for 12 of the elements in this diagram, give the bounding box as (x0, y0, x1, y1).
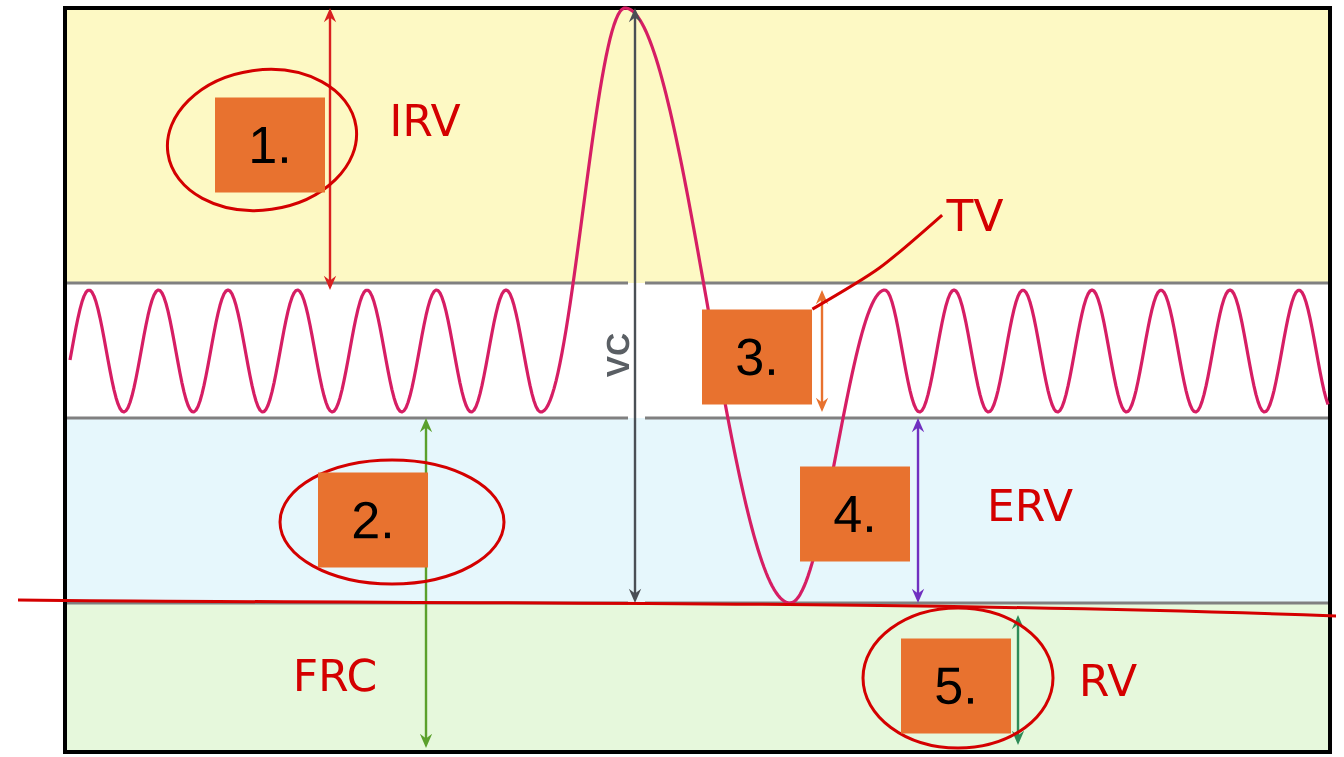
handwritten-label: IRV (393, 103, 461, 137)
axis-label: VC (606, 333, 630, 377)
handwritten-label: TV (946, 198, 1004, 232)
leader-line (811, 213, 944, 311)
handwritten-label: RV (1083, 663, 1137, 697)
number-box: 3. (702, 309, 812, 405)
handwritten-label: FRC (297, 658, 375, 692)
handwritten-label: ERV (991, 488, 1073, 522)
number-box: 2. (318, 472, 428, 568)
number-box: 4. (800, 466, 910, 562)
number-box: 5. (901, 638, 1011, 734)
number-box: 1. (215, 97, 325, 193)
